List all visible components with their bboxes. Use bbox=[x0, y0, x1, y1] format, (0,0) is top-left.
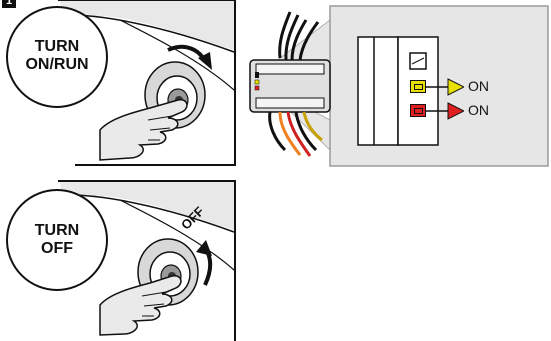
module-body bbox=[250, 60, 330, 112]
turn-on-line2: ON/RUN bbox=[7, 56, 107, 74]
ignition-off-frame bbox=[58, 181, 235, 341]
hand-on bbox=[100, 100, 187, 160]
red-led-pointer bbox=[426, 101, 464, 121]
yellow-led bbox=[410, 80, 426, 93]
red-led-label: ON bbox=[468, 102, 489, 118]
rotate-clockwise-arrow bbox=[168, 47, 212, 70]
ignition-off-text: OFF bbox=[178, 204, 207, 233]
turn-off-line1: TURN bbox=[7, 222, 107, 240]
ignition-cylinder-on bbox=[145, 62, 205, 128]
ignition-on-frame bbox=[58, 0, 235, 165]
step-marker: 1 bbox=[2, 0, 16, 8]
top-wires bbox=[280, 12, 318, 60]
yellow-led-label: ON bbox=[468, 78, 489, 94]
turn-off-label: TURN OFF bbox=[7, 222, 107, 258]
turn-on-line1: TURN bbox=[7, 38, 107, 56]
turn-on-label: TURN ON/RUN bbox=[7, 38, 107, 74]
ignition-cylinder-off bbox=[138, 239, 198, 305]
turn-off-line2: OFF bbox=[7, 240, 107, 258]
red-led bbox=[410, 104, 426, 117]
rotate-counterclockwise-arrow bbox=[196, 240, 212, 285]
module-callout bbox=[262, 6, 548, 166]
hand-off bbox=[100, 276, 181, 335]
yellow-led-pointer bbox=[426, 77, 464, 97]
bottom-wires bbox=[270, 112, 322, 156]
